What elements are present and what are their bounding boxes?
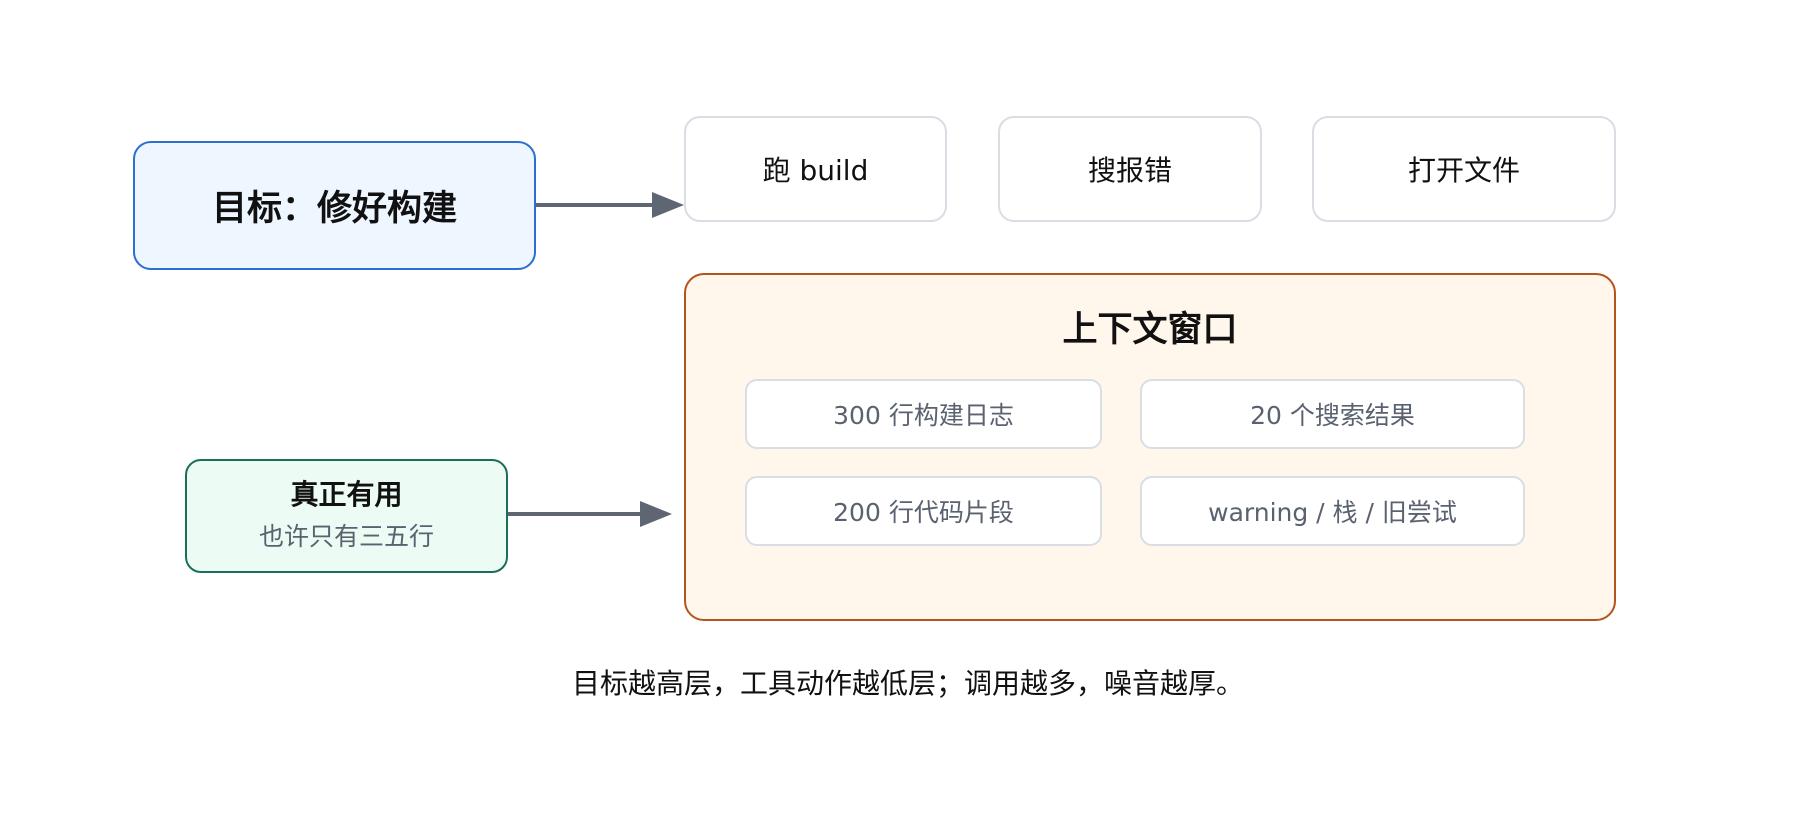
context-window-box: 上下文窗口 300 行构建日志 20 个搜索结果 200 行代码片段 warni… bbox=[684, 273, 1616, 621]
context-item-code-snippet: 200 行代码片段 bbox=[745, 476, 1102, 546]
tool-box-open-file: 打开文件 bbox=[1312, 116, 1616, 222]
tool-box-run-build: 跑 build bbox=[684, 116, 947, 222]
context-window-title: 上下文窗口 bbox=[1062, 310, 1238, 350]
context-item-build-log: 300 行构建日志 bbox=[745, 379, 1102, 449]
context-item-label: 20 个搜索结果 bbox=[1250, 401, 1415, 430]
diagram-caption: 目标越高层，工具动作越低层；调用越多，噪音越厚。 bbox=[571, 667, 1244, 700]
tool-box-search-error: 搜报错 bbox=[998, 116, 1262, 222]
context-item-label: warning / 栈 / 旧尝试 bbox=[1208, 498, 1457, 527]
context-item-label: 300 行构建日志 bbox=[833, 401, 1014, 430]
useful-title: 真正有用 bbox=[290, 478, 403, 511]
useful-to-context-arrow bbox=[508, 501, 672, 527]
goal-box: 目标：修好构建 bbox=[133, 141, 536, 270]
tool-label: 打开文件 bbox=[1407, 154, 1520, 187]
goal-label: 目标：修好构建 bbox=[211, 189, 457, 229]
context-item-label: 200 行代码片段 bbox=[833, 498, 1014, 527]
context-item-search-results: 20 个搜索结果 bbox=[1140, 379, 1525, 449]
useful-box: 真正有用 也许只有三五行 bbox=[185, 459, 508, 573]
goal-to-tools-arrow bbox=[536, 192, 684, 218]
tool-label: 跑 build bbox=[762, 154, 869, 187]
useful-subtitle: 也许只有三五行 bbox=[258, 522, 434, 551]
tool-label: 搜报错 bbox=[1087, 154, 1172, 187]
context-item-warnings: warning / 栈 / 旧尝试 bbox=[1140, 476, 1525, 546]
